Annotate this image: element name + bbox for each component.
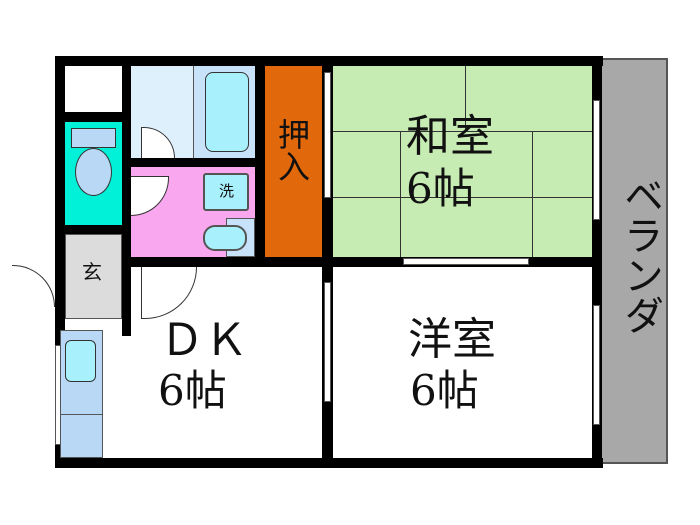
washing-machine-label: 洗: [219, 182, 235, 200]
wall: [592, 56, 602, 468]
door-swing-icon: [141, 267, 197, 319]
sliding-door[interactable]: [403, 258, 529, 265]
wall: [65, 225, 131, 234]
balcony-label: ベランダ: [617, 175, 663, 335]
oshiire-label: 押入: [273, 118, 311, 182]
youshitsu-size: 6帖: [410, 366, 479, 415]
youshitsu-name: 洋室: [408, 314, 496, 365]
sink-icon: [203, 225, 247, 251]
washitsu-room: [333, 66, 592, 257]
storage: [65, 66, 122, 112]
wall: [131, 257, 592, 267]
tatami-line: [465, 66, 466, 131]
wall: [65, 112, 131, 122]
dk-size: 6帖: [158, 366, 227, 415]
wall: [122, 66, 131, 336]
sliding-door[interactable]: [324, 282, 331, 402]
counter-divider: [60, 414, 103, 415]
wall: [55, 56, 603, 66]
tatami-line: [333, 197, 592, 198]
tatami-line: [532, 131, 533, 257]
window: [593, 305, 600, 425]
washitsu-size: 6帖: [406, 164, 475, 213]
sliding-door[interactable]: [324, 72, 331, 198]
tatami-line: [333, 131, 592, 132]
entrance-door[interactable]: [12, 265, 55, 307]
washing-machine-icon: [203, 173, 249, 211]
wall: [55, 458, 603, 468]
oshiire-closet: [265, 66, 322, 257]
dk-name: ＤＫ: [160, 315, 248, 366]
wall: [131, 158, 265, 167]
kitchen-sink-icon: [65, 340, 96, 382]
genkan-entrance: [65, 234, 122, 319]
wall: [255, 66, 265, 267]
window: [55, 345, 61, 445]
toilet-tank-icon: [71, 128, 116, 148]
window: [593, 100, 600, 220]
washitsu-name: 和室: [406, 111, 494, 162]
toilet-bowl-icon: [75, 148, 112, 196]
bathtub-icon: [205, 72, 249, 152]
genkan-label: 玄: [82, 260, 102, 284]
wall: [55, 56, 65, 468]
tatami-line: [400, 131, 401, 257]
